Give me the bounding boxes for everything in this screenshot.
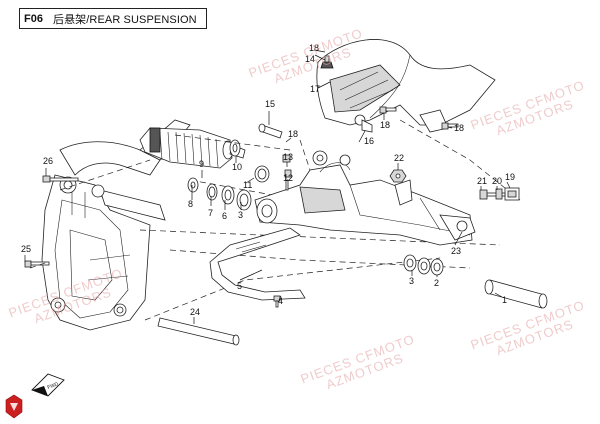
callout-23: 23: [451, 246, 461, 256]
leader-lines: [24, 49, 511, 324]
axle-spacers: [403, 254, 444, 276]
shock-bushing: [229, 139, 241, 157]
front-direction-arrow-icon: FWD: [31, 373, 65, 397]
chain-slider: [209, 227, 306, 301]
fender-bolts: [320, 55, 459, 133]
rear-axle-shaft: [484, 279, 548, 309]
callout-4: 4: [278, 296, 283, 306]
callout-9: 9: [199, 159, 204, 169]
callout-17: 17: [310, 84, 320, 94]
callout-18-right: 18: [454, 123, 464, 133]
callout-6: 6: [222, 211, 227, 221]
callout-14: 14: [305, 54, 315, 64]
callout-25: 25: [21, 244, 31, 254]
callout-numbers: 26 25 24 8 9 7 6 3 10 11 13 12 15 18 5 4…: [21, 43, 515, 317]
brand-logo-icon: [5, 394, 23, 419]
callout-18-mid: 18: [380, 120, 390, 130]
callout-26: 26: [43, 156, 53, 166]
callout-18-top: 18: [309, 43, 319, 53]
callout-5: 5: [237, 281, 242, 291]
callout-3-right: 3: [409, 276, 414, 286]
callout-11: 11: [243, 180, 252, 190]
swing-arm: [254, 150, 476, 246]
diagram-title: 后悬架/REAR SUSPENSION: [52, 13, 197, 26]
callout-13: 13: [283, 152, 293, 162]
callout-18-center: 18: [288, 129, 298, 139]
callout-21: 21: [477, 176, 487, 186]
swing-arm-nut: [389, 169, 407, 183]
fender-pin: [258, 123, 283, 139]
callout-19: 19: [505, 172, 515, 182]
callout-16: 16: [364, 136, 374, 146]
callout-12: 12: [283, 173, 293, 183]
diagram-title-box: F06 后悬架/REAR SUSPENSION: [19, 8, 207, 29]
callout-15: 15: [265, 99, 275, 109]
callout-7: 7: [208, 208, 213, 218]
chain-adjuster: [479, 187, 520, 201]
callout-22: 22: [394, 153, 404, 163]
callout-10: 10: [232, 162, 242, 172]
diagram-code: F06: [24, 12, 43, 25]
rear-fender: [316, 39, 496, 133]
front-label: FWD: [47, 381, 60, 391]
pivot-bushing-set: [187, 154, 292, 211]
callout-3-left: 3: [238, 210, 243, 220]
callout-2: 2: [434, 278, 439, 288]
callout-20: 20: [492, 176, 502, 186]
callout-8: 8: [188, 199, 193, 209]
callout-1: 1: [502, 295, 507, 305]
pivot-axle: [157, 317, 240, 346]
callout-24: 24: [190, 307, 200, 317]
frame-bolt: [42, 175, 79, 183]
